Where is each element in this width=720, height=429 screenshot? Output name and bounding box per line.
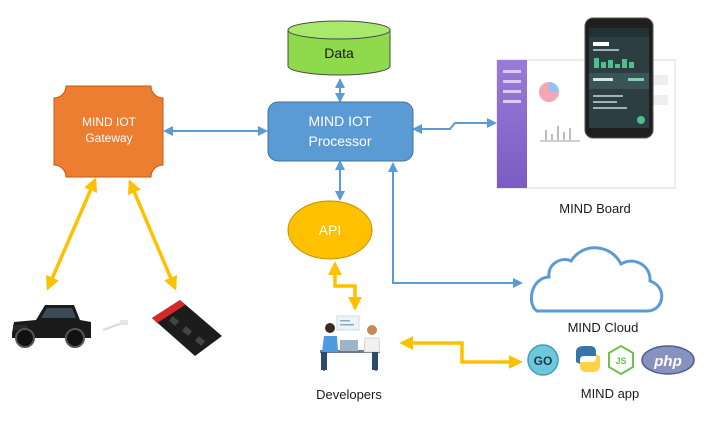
developers-illustration bbox=[320, 315, 381, 371]
processor-label-line1: MIND IOT bbox=[309, 113, 372, 129]
cloud-label: MIND Cloud bbox=[568, 320, 639, 335]
cloud-node bbox=[529, 246, 664, 313]
link-gateway-truck bbox=[46, 177, 97, 291]
gateway-label-line2: Gateway bbox=[85, 131, 132, 145]
api-node: API bbox=[287, 200, 373, 260]
api-label: API bbox=[319, 222, 342, 238]
gateway-label-line1: MIND IOT bbox=[82, 115, 137, 129]
dashboard-sidebar bbox=[497, 60, 527, 188]
php-icon: php bbox=[641, 345, 695, 375]
link-processor-cloud bbox=[388, 162, 523, 288]
data-node: Data bbox=[287, 20, 391, 76]
link-processor-board bbox=[412, 118, 497, 134]
board-label: MIND Board bbox=[559, 201, 631, 216]
link-api-developers bbox=[328, 261, 362, 311]
tracker-device-icon bbox=[102, 300, 222, 356]
svg-text:GO: GO bbox=[534, 354, 553, 368]
board-phone bbox=[584, 17, 654, 139]
processor-node: MIND IOT Processor bbox=[267, 101, 414, 162]
go-icon: GO bbox=[527, 344, 559, 376]
link-gateway-device bbox=[127, 179, 178, 291]
svg-text:JS: JS bbox=[615, 356, 626, 366]
developers-label: Developers bbox=[316, 387, 382, 402]
processor-label-line2: Processor bbox=[308, 133, 371, 149]
gateway-node: MIND IOT Gateway bbox=[53, 85, 164, 178]
link-developers-app bbox=[399, 336, 523, 369]
data-label: Data bbox=[324, 45, 354, 61]
app-label: MIND app bbox=[581, 386, 640, 401]
svg-text:php: php bbox=[653, 353, 682, 370]
nodejs-icon: JS bbox=[608, 344, 634, 376]
truck-icon bbox=[12, 305, 91, 348]
python-icon bbox=[576, 346, 600, 372]
